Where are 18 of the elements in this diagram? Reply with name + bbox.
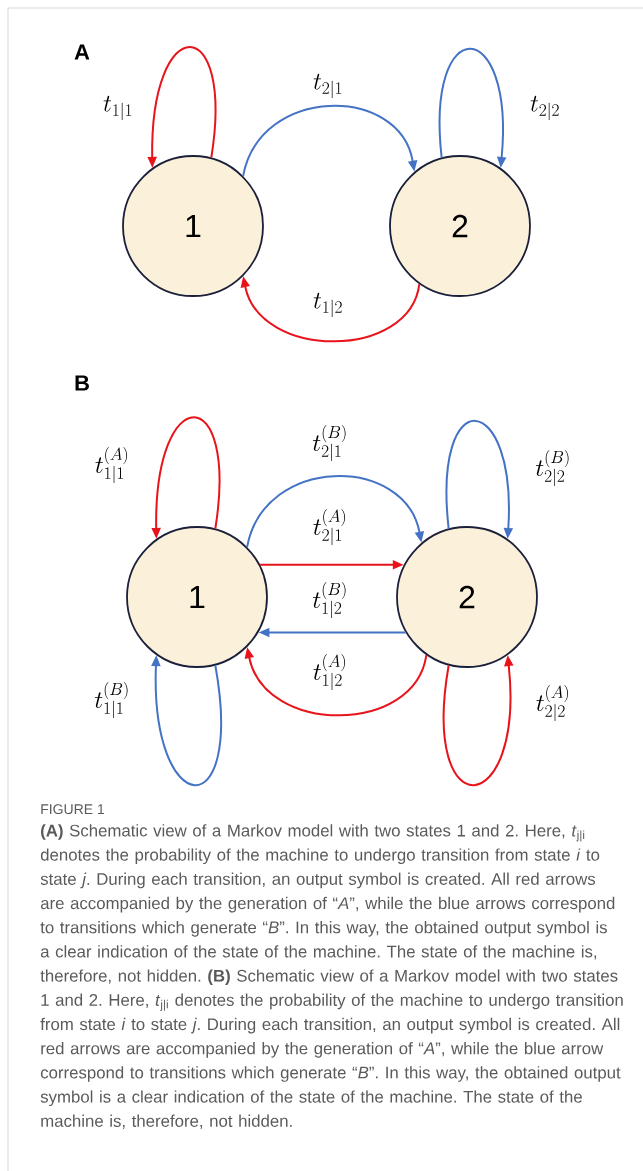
edge-label: $t_{1|1}^{(B)}$ (93, 680, 131, 720)
edge-label: $t_{2|1}^{(B)}$ (311, 423, 349, 463)
panel-letter: A (74, 44, 90, 60)
caption: (A) Schematic view of a Markov model with two states 1 and 2. Here, t$_{j|i}$ denotes the probability of the machine to undergo transition from state i to state j. During each transition, an output symbol is created. All red arrows are accompanied by the generation of “A”, while the blue arrows correspond to transitions which generate “B”. In this way, the obtained output symbol is a clear indication of the state of the machine. The state of the machine is, therefore, not hidden. (B) Schematic view of a Markov model with two states 1 and 2. Here, t$_{j|i}$ denotes the probability of the machine to undergo transition from state i to state j. During each transition, an output symbol is created. All red arrows are accompanied by the generation of “A”, while the blue arrow correspond to transitions which generate “B”. In this way, the obtained output symbol is a clear indication of the state of the machine. The state of the machine is, therefore, not hidden. (40, 824, 623, 1129)
edge-label: $t_{1|2}^{(A)}$ (311, 652, 349, 692)
panel-letter: B (75, 375, 89, 391)
edge-label: $t_{2|2}^{(B)}$ (534, 448, 572, 488)
edge-label: $t_{2|2}$ (529, 95, 561, 122)
edge-label: $t_{2|2}^{(A)}$ (534, 683, 572, 723)
arrow (246, 475, 425, 548)
edge-label: $t_{1|2}$ (312, 292, 344, 318)
figure-title: FIGURE 1 (41, 804, 105, 815)
edge-label: $t_{1|1}^{(A)}$ (93, 445, 131, 485)
edge-label: $t_{2|1}$ (312, 73, 344, 100)
edge-label: $t_{1|1}$ (102, 95, 134, 122)
arrow (242, 104, 418, 177)
edge-label: $t_{1|2}^{(B)}$ (311, 580, 349, 620)
edge-label: $t_{2|1}^{(A)}$ (311, 507, 349, 547)
